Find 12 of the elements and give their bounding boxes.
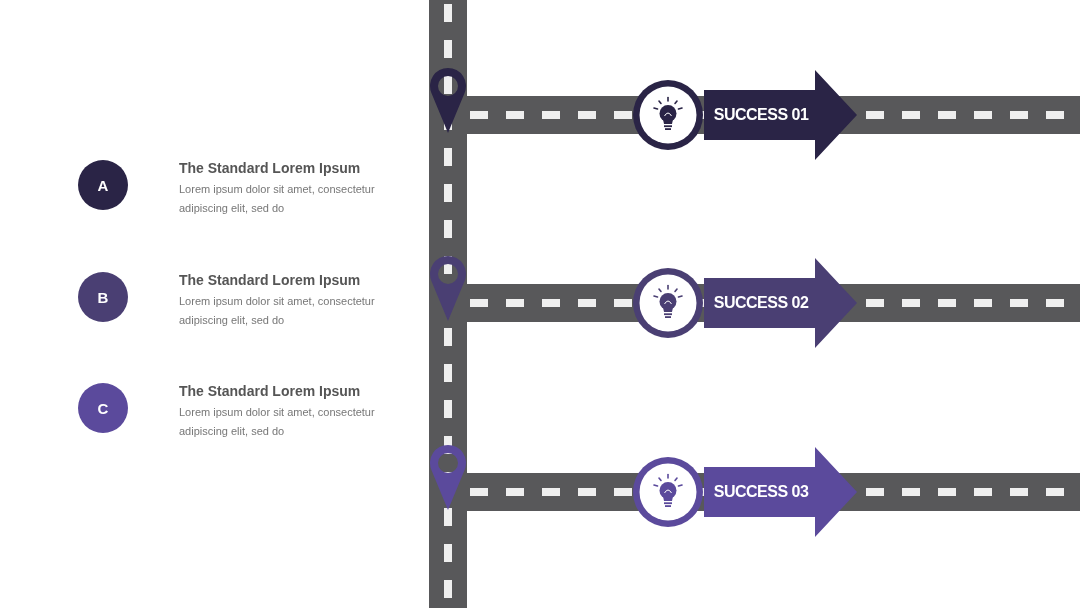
- item-description: Lorem ipsum dolor sit amet, consectetur adipiscing elit, sed do: [179, 405, 376, 439]
- letter-badge: A: [78, 160, 128, 210]
- letter-badge: C: [78, 383, 128, 433]
- item-heading: The Standard Lorem Ipsum: [179, 271, 361, 289]
- item-heading: The Standard Lorem Ipsum: [179, 159, 361, 177]
- arrow-label: SUCCESS 01: [713, 105, 809, 125]
- arrow-label: SUCCESS 03: [713, 482, 809, 502]
- letter-badge: B: [78, 272, 128, 322]
- item-description: Lorem ipsum dolor sit amet, consectetur adipiscing elit, sed do: [179, 182, 376, 216]
- arrow-label: SUCCESS 02: [713, 293, 809, 313]
- item-description: Lorem ipsum dolor sit amet, consectetur adipiscing elit, sed do: [179, 294, 376, 328]
- item-heading: The Standard Lorem Ipsum: [179, 382, 361, 400]
